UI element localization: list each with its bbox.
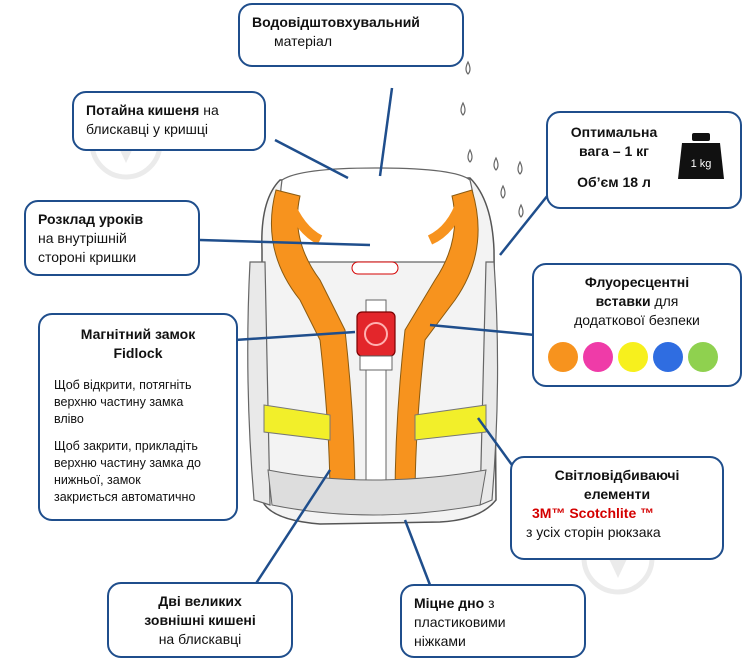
callout-schedule: Розклад уроків на внутрішній стороні кри… — [24, 200, 200, 276]
callout-magnetic-lock: Магнітний замок Fidlock Щоб відкрити, по… — [38, 313, 238, 521]
fluor-text1: для — [650, 293, 679, 309]
callout-waterproof: Водовідштовхувальний матеріал — [238, 3, 464, 67]
water-drop-icon — [460, 60, 524, 218]
fluor-text2: додаткової безпеки — [574, 312, 700, 328]
fluor-title2: вставки — [595, 293, 651, 309]
hidden-pocket-text2: блискавці у кришці — [86, 121, 209, 137]
callout-bottom: Міцне дно з пластиковими ніжками — [400, 584, 586, 658]
magnet-close3: нижньої, замок — [54, 473, 141, 487]
magnet-close4: закриється автоматично — [54, 490, 196, 504]
hidden-pocket-text1: на — [199, 102, 219, 118]
pockets-title2: зовнішні кишені — [144, 612, 256, 628]
swatch-blue — [653, 342, 683, 372]
fluor-title1: Флуоресцентні — [584, 274, 690, 290]
reflect-title1: Світловідбиваючі — [554, 467, 680, 483]
schedule-title: Розклад уроків — [38, 211, 144, 227]
swatch-pink — [583, 342, 613, 372]
weight-icon: 1 kg — [678, 133, 724, 179]
bottom-text2: пластиковими — [414, 614, 506, 630]
reflect-text: з усіх сторін рюкзака — [526, 524, 661, 540]
callout-fluorescent: Флуоресцентні вставки для додаткової без… — [532, 263, 742, 387]
bottom-text1: з — [484, 595, 495, 611]
magnet-title2: Fidlock — [113, 345, 163, 361]
reflect-brand: 3M™ Scotchlite ™ — [532, 505, 655, 521]
swatch-green — [688, 342, 718, 372]
magnet-close2: верхню частину замка до — [54, 456, 202, 470]
weight-line1: Оптимальна — [570, 124, 658, 140]
pockets-title1: Дві великих — [158, 593, 242, 609]
swatch-yellow — [618, 342, 648, 372]
magnet-open1: Щоб відкрити, потягніть — [54, 378, 192, 392]
waterproof-text: матеріал — [274, 33, 332, 49]
weight-badge: 1 kg — [691, 158, 712, 170]
callout-hidden-pocket: Потайна кишеня на блискавці у кришці — [72, 91, 266, 151]
bottom-text3: ніжками — [414, 633, 466, 649]
magnet-title1: Магнітний замок — [80, 326, 196, 342]
callout-reflective: Світловідбиваючі елементи 3M™ Scotchlite… — [510, 456, 724, 560]
waterproof-title: Водовідштовхувальний — [252, 14, 420, 30]
color-swatches — [548, 342, 726, 372]
hidden-pocket-title: Потайна кишеня — [86, 102, 200, 118]
magnet-open2: верхню частину замка — [54, 395, 184, 409]
magnet-close1: Щоб закрити, прикладіть — [54, 439, 198, 453]
reflect-title2: елементи — [583, 486, 651, 502]
callout-pockets: Дві великих зовнішні кишені на блискавці — [107, 582, 293, 658]
schedule-text2: стороні кришки — [38, 249, 137, 265]
schedule-text1: на внутрішній — [38, 230, 127, 246]
weight-line2: вага – 1 кг — [579, 143, 649, 159]
volume-line: Об’єм 18 л — [577, 174, 651, 190]
magnet-open3: вліво — [54, 412, 84, 426]
bottom-title: Міцне дно — [414, 595, 485, 611]
callout-weight: Оптимальна вага – 1 кг Об’єм 18 л 1 kg — [546, 111, 742, 209]
pockets-text: на блискавці — [158, 631, 242, 647]
swatch-orange — [548, 342, 578, 372]
